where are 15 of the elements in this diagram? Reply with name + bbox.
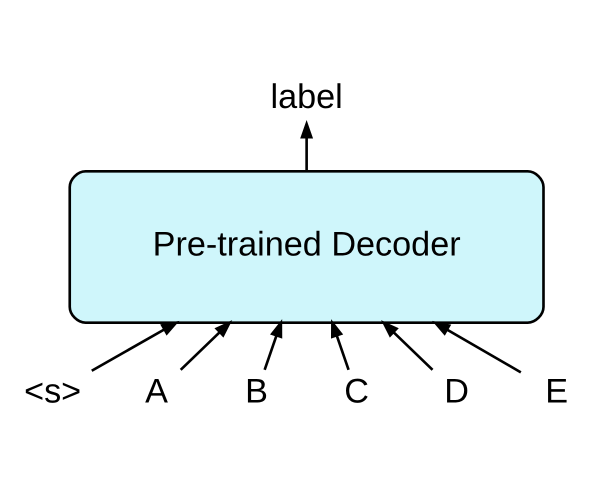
node-text: C — [344, 372, 369, 411]
node-text: D — [444, 372, 469, 411]
node-text: <s> — [24, 372, 82, 411]
arrow — [381, 320, 434, 371]
node-text: B — [245, 372, 268, 411]
node-text: E — [545, 372, 568, 411]
arrow — [300, 120, 314, 172]
arrow — [180, 320, 232, 371]
node-text: A — [145, 372, 168, 411]
node-box: Pre-trained Decoder — [68, 170, 545, 324]
arrow — [263, 319, 282, 370]
arrow — [432, 320, 522, 374]
node-text: label — [270, 78, 343, 116]
arrow — [331, 319, 350, 370]
arrow — [91, 320, 180, 372]
